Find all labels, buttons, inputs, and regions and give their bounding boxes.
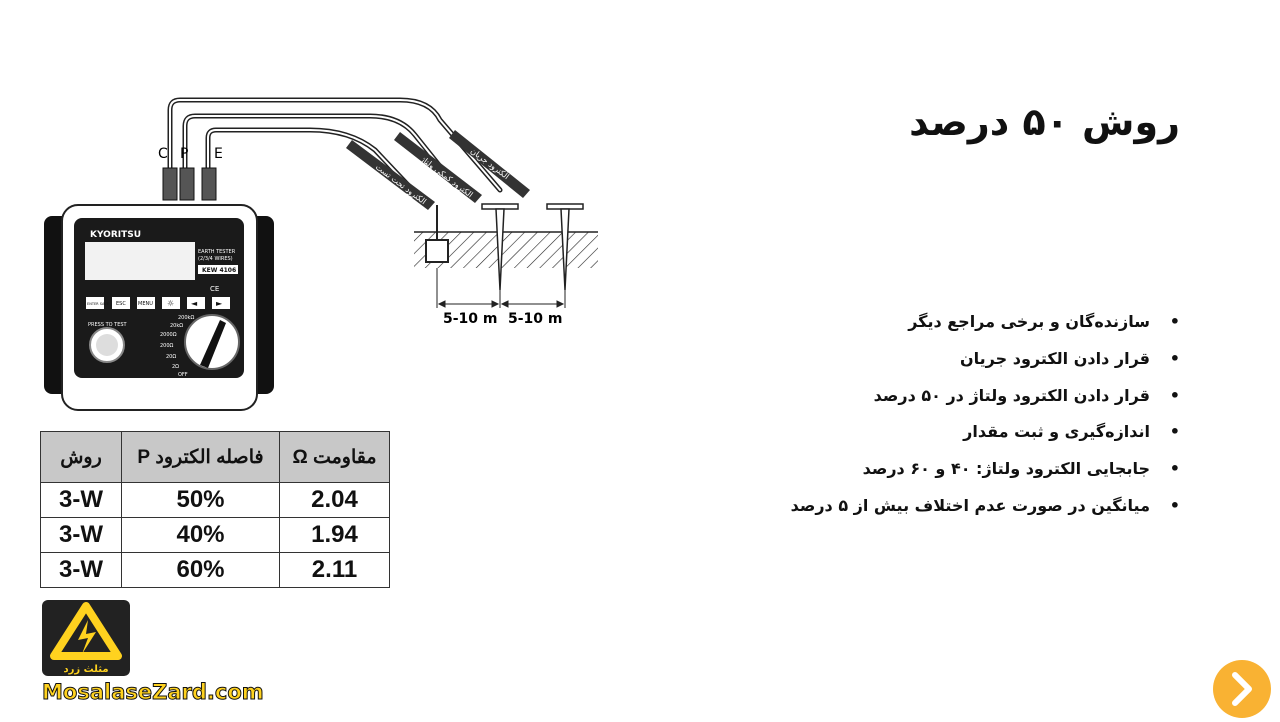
terminal-e-label: E [214, 146, 223, 162]
model-number: KEW 4106 [202, 267, 236, 274]
table-row: 3-W 60% 2.11 [40, 552, 390, 588]
chevron-right-icon [1232, 672, 1252, 706]
probe-p-label: الکترود کمکی ولتاژ [418, 154, 474, 200]
bullet-item: • سازنده‌گان و برخی مراجع دیگر [620, 308, 1180, 345]
bullet-text: میانگین در صورت عدم اختلاف بیش از ۵ درصد [790, 495, 1150, 515]
header-resistance: مقاومت Ω [279, 431, 390, 483]
bullet-text: قرار دادن الکترود ولتاژ در ۵۰ درصد [873, 385, 1150, 405]
earth-electrode [425, 239, 449, 263]
probe-e-label: الکترود تحت تست [374, 162, 428, 206]
model-line-2: (2/3/4 WIRES) [198, 256, 233, 262]
cell-method: 3-W [40, 552, 122, 588]
cell-distance: 60% [121, 552, 280, 588]
terminal-p-label: P [180, 146, 188, 162]
bullet-item: • اندازه‌گیری و ثبت مقدار [620, 418, 1180, 455]
model-line-1: EARTH TESTER [198, 249, 236, 255]
stake-p [481, 203, 519, 291]
cell-method: 3-W [40, 517, 122, 553]
backlight-icon: ☼ [167, 299, 174, 308]
results-table: روش فاصله الکترود P مقاومت Ω 3-W 50% 2.0… [40, 431, 390, 588]
bullet-text: اندازه‌گیری و ثبت مقدار [963, 422, 1150, 442]
right-button[interactable] [212, 297, 230, 309]
bullet-item: • قرار دادن الکترود جریان [620, 345, 1180, 382]
distance-label-1: 5-10 m [443, 311, 498, 327]
esc-button[interactable] [112, 297, 130, 309]
cell-distance: 50% [121, 482, 280, 518]
range-20k: 20kΩ [170, 323, 183, 329]
table-row: 3-W 40% 1.94 [40, 517, 390, 553]
connector-e [201, 167, 217, 201]
distance-markers [436, 268, 566, 308]
esc-label: ESC [116, 301, 126, 307]
bullet-icon: • [1169, 459, 1180, 479]
press-to-test-label: PRESS TO TEST [88, 322, 128, 328]
logo-text: MosalaseZard.com [42, 680, 265, 705]
menu-label: MENU [138, 301, 153, 307]
bullet-icon: • [1169, 348, 1180, 368]
logo-mark-text: مثلث زرد [63, 664, 108, 675]
cell-method: 3-W [40, 482, 122, 518]
distance-label-2: 5-10 m [508, 311, 563, 327]
connector-c [162, 167, 178, 201]
bullet-icon: • [1169, 422, 1180, 442]
bullet-item: • قرار دادن الکترود ولتاژ در ۵۰ درصد [620, 382, 1180, 419]
enter-save-button[interactable] [86, 297, 104, 309]
terminal-c-label: C [158, 146, 168, 162]
menu-button[interactable] [137, 297, 155, 309]
table-row: 3-W 50% 2.04 [40, 482, 390, 518]
bullet-icon: • [1169, 312, 1180, 331]
lcd-display [85, 242, 195, 280]
right-arrow-icon: ► [216, 299, 223, 308]
range-200: 200Ω [160, 343, 174, 349]
left-button[interactable] [187, 297, 205, 309]
brand-label: KYORITSU [90, 230, 141, 240]
bullet-text: سازنده‌گان و برخی مراجع دیگر [908, 312, 1150, 331]
bullet-icon: • [1169, 495, 1180, 515]
bullet-list: • سازنده‌گان و برخی مراجع دیگر • قرار دادن… [620, 308, 1180, 529]
bullet-text: جابجایی الکترود ولتاژ: ۴۰ و ۶۰ درصد [862, 459, 1150, 479]
cell-resistance: 2.04 [279, 482, 390, 518]
next-slide-button[interactable] [1213, 660, 1271, 718]
left-arrow-icon: ◄ [191, 299, 198, 308]
logo-mark: مثلث زرد [42, 600, 130, 676]
backlight-button[interactable] [162, 297, 180, 309]
cell-resistance: 2.11 [279, 552, 390, 588]
lightning-icon [78, 620, 96, 654]
range-off: OFF [178, 372, 188, 378]
connector-p [179, 167, 195, 201]
range-200k: 200kΩ [178, 315, 194, 321]
slide-title: روش ۵۰ درصد [909, 100, 1180, 144]
header-distance: فاصله الکترود P [121, 431, 280, 483]
earth-tester-diagram: C P E الکترود تحت تست الکترود کمکی ولتاژ… [44, 97, 598, 411]
bullet-text: قرار دادن الکترود جریان [960, 348, 1150, 368]
bullet-icon: • [1169, 385, 1180, 405]
earth-tester-device: KYORITSU EARTH TESTER (2/3/4 WIRES) KEW … [44, 204, 274, 411]
header-method: روش [40, 431, 122, 483]
bullet-item: • جابجایی الکترود ولتاژ: ۴۰ و ۶۰ درصد [620, 455, 1180, 492]
cell-resistance: 1.94 [279, 517, 390, 553]
range-2: 2Ω [172, 364, 179, 370]
cell-distance: 40% [121, 517, 280, 553]
enter-save-label: ENTER SAVE [87, 302, 109, 306]
table-header-row: روش فاصله الکترود P مقاومت Ω [40, 431, 390, 483]
range-20: 20Ω [166, 354, 176, 360]
range-2000: 2000Ω [160, 332, 177, 338]
stake-c [546, 203, 584, 291]
ce-mark: CE [210, 285, 219, 293]
bullet-item: • میانگین در صورت عدم اختلاف بیش از ۵ درص… [620, 492, 1180, 529]
